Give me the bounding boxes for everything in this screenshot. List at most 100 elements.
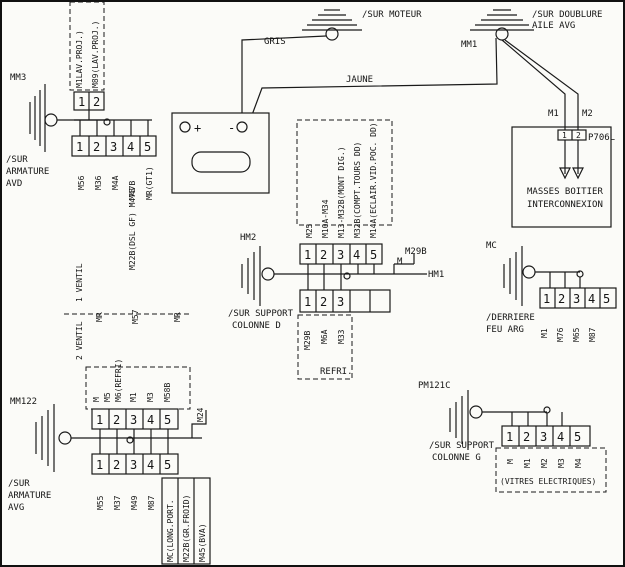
pm121c-pin-3: 3 — [540, 430, 547, 444]
mc-label-4: M87 — [588, 327, 597, 342]
sur-armature-avd-2: ARMATURE — [6, 167, 49, 177]
mm122-top-label-6: M58B — [163, 383, 172, 402]
mm122-top-pin-2: 2 — [113, 413, 120, 427]
mm122-upper-label-3: MR — [95, 312, 104, 322]
ground-pm121c: PM121C /SUR SUPPORT COLONNE G — [418, 381, 547, 463]
mc-pin-4: 4 — [588, 292, 595, 306]
pm121c-caption: (VITRES ELECTRIQUES) — [500, 477, 596, 486]
mm3-pin-4: 4 — [127, 140, 134, 154]
hm2-bottom-label-2: M6A — [320, 329, 329, 344]
p706l-line-2: INTERCONNEXION — [527, 200, 603, 210]
sur-support-d-1: /SUR SUPPORT — [228, 309, 294, 319]
mc-pin-2: 2 — [558, 292, 565, 306]
gris-label: GRIS — [264, 37, 286, 47]
p706l-label: P706L — [588, 133, 615, 143]
p706l-pin-2: 2 — [576, 131, 581, 140]
gris-wire — [241, 35, 327, 125]
mc-connector: 1 2 3 4 5 M1 M76 M65 M87 — [535, 270, 617, 342]
sur-doublure-label-1: /SUR DOUBLURE — [532, 10, 602, 20]
hm1-label: HM1 — [428, 270, 444, 280]
mm3-pin-3: 3 — [110, 140, 117, 154]
mm3-pin-2: 2 — [93, 140, 100, 154]
pm121c-pin-1: 1 — [506, 430, 513, 444]
hm2-top-pin-5: 5 — [370, 248, 377, 262]
mc-pin-1: 1 — [543, 292, 550, 306]
pm121c-pin-4: 4 — [557, 430, 564, 444]
hm2-top-pin-4: 4 — [353, 248, 360, 262]
mm3-top-pin-1: 1 — [78, 95, 85, 109]
m1-wire — [501, 39, 566, 122]
mm122-label: MM122 — [10, 397, 37, 407]
mm122-bottom-pin-4: 4 — [147, 458, 154, 472]
mm122-connector: M M5 M6(REFRI) M1 M3 M58B 1 2 3 4 5 M24 … — [85, 359, 211, 565]
m1-label: M1 — [548, 109, 559, 119]
mm122-bottom-label-2: M37 — [113, 495, 122, 510]
hm2-top-label-5: M14A(ECLAIR.VID.POC. DD) — [369, 122, 378, 238]
mm122-top-label-3: M6(REFRI) — [114, 359, 123, 402]
p706l-line-1: MASSES BOITIER — [527, 187, 603, 197]
hm2-top-pin-3: 3 — [337, 248, 344, 262]
mm122-upper-label-5: MR — [173, 312, 182, 322]
m2-label: M2 — [582, 109, 593, 119]
mm122-long-label-3: M45(BVA) — [198, 523, 207, 562]
derriere-feu-1: /DERRIERE — [486, 313, 535, 323]
mm122-bottom-label-1: M55 — [96, 495, 105, 510]
mm122-long-label-2: M22B(GR.FROID) — [182, 495, 191, 562]
battery-minus: - — [228, 121, 235, 135]
sur-armature-avg-3: AVG — [8, 503, 24, 513]
pm121c-label-2: M1 — [523, 458, 532, 468]
sur-support-g-1: /SUR SUPPORT — [429, 441, 495, 451]
sur-armature-avg-2: ARMATURE — [8, 491, 51, 501]
mm1-label: MM1 — [461, 40, 477, 50]
ground-hm2: HM2 /SUR SUPPORT COLONNE D — [228, 233, 347, 331]
ground-mm1: MM1 /SUR DOUBLURE AILE AVG — [461, 9, 602, 50]
mm122-bottom-pin-2: 2 — [113, 458, 120, 472]
ground-sur-moteur: /SUR MOTEUR — [302, 9, 422, 41]
hm2-bottom-label-3: M33 — [337, 329, 346, 344]
mm3-bottom-label-5: MR(GT1) — [145, 166, 154, 200]
mc-label-1: M1 — [540, 328, 549, 338]
mm122-bottom-pin-5: 5 — [164, 458, 171, 472]
hm2-top-label-4: M32B(COMPT.TOURS DD) — [353, 142, 362, 238]
mm122-top-pin-1: 1 — [96, 413, 103, 427]
hm2-bottom-pin-3: 3 — [337, 295, 344, 309]
refri-label: REFRI. — [320, 367, 353, 377]
ground-mc: MC /DERRIERE FEU ARG — [486, 241, 536, 335]
mm122-top-label-2: M5 — [103, 392, 112, 402]
p706l-pin-1: 1 — [562, 131, 567, 140]
hm2-bottom-label-1: M29B — [303, 331, 312, 350]
mm3-top-label-2: M89(LAV.PROJ.) — [91, 21, 100, 88]
mm122-top-pin-4: 4 — [147, 413, 154, 427]
hm2-top-label-2: M10A-M34 — [321, 199, 330, 238]
sur-moteur-label: /SUR MOTEUR — [362, 10, 422, 20]
ground-mm122: MM122 /SUR ARMATURE AVG — [8, 397, 202, 513]
pm121c-label-1: M — [506, 459, 515, 464]
mm122-long-label-1: MC(LONG.PORT. — [166, 499, 175, 562]
hm2-label: HM2 — [240, 233, 256, 243]
hm2-bottom-pin-2: 2 — [320, 295, 327, 309]
mm122-upper-labels: 2 VENTIL 1 VENTIL MR M57 MR — [64, 263, 192, 360]
mm3-connector: M1LAV.PROJ.) M89(LAV.PROJ.) 1 2 1 2 3 4 … — [69, 2, 157, 270]
jaune-wire — [251, 37, 498, 116]
mm122-top-pin-3: 3 — [130, 413, 137, 427]
pm121c-label-4: M3 — [557, 458, 566, 468]
pm121c-connector: 1 2 3 4 5 M M1 M2 M3 M4 (VITRES ELECTRIQ… — [495, 406, 607, 493]
derriere-feu-2: FEU ARG — [486, 325, 524, 335]
mm122-top-pin-5: 5 — [164, 413, 171, 427]
mm3-bottom-label-1: M56 — [77, 175, 86, 190]
hm2-top-label-1: M25 — [305, 223, 314, 238]
mm122-bottom-pin-1: 1 — [96, 458, 103, 472]
hm2-top-pin-2: 2 — [320, 248, 327, 262]
mm3-extra-label: M22B(DSL GF) M47B — [128, 188, 137, 270]
hm2-top-pin-1: 1 — [304, 248, 311, 262]
p706l-box: 1 2 P706L M1 M2 MASSES BOITIER INTERCONN… — [511, 109, 615, 228]
pm121c-label: PM121C — [418, 381, 451, 391]
sur-support-g-2: COLONNE G — [432, 453, 481, 463]
battery: + - — [171, 112, 270, 194]
pm121c-pin-2: 2 — [523, 430, 530, 444]
mc-pin-5: 5 — [603, 292, 610, 306]
pm121c-pin-5: 5 — [574, 430, 581, 444]
mc-label-3: M65 — [572, 327, 581, 342]
